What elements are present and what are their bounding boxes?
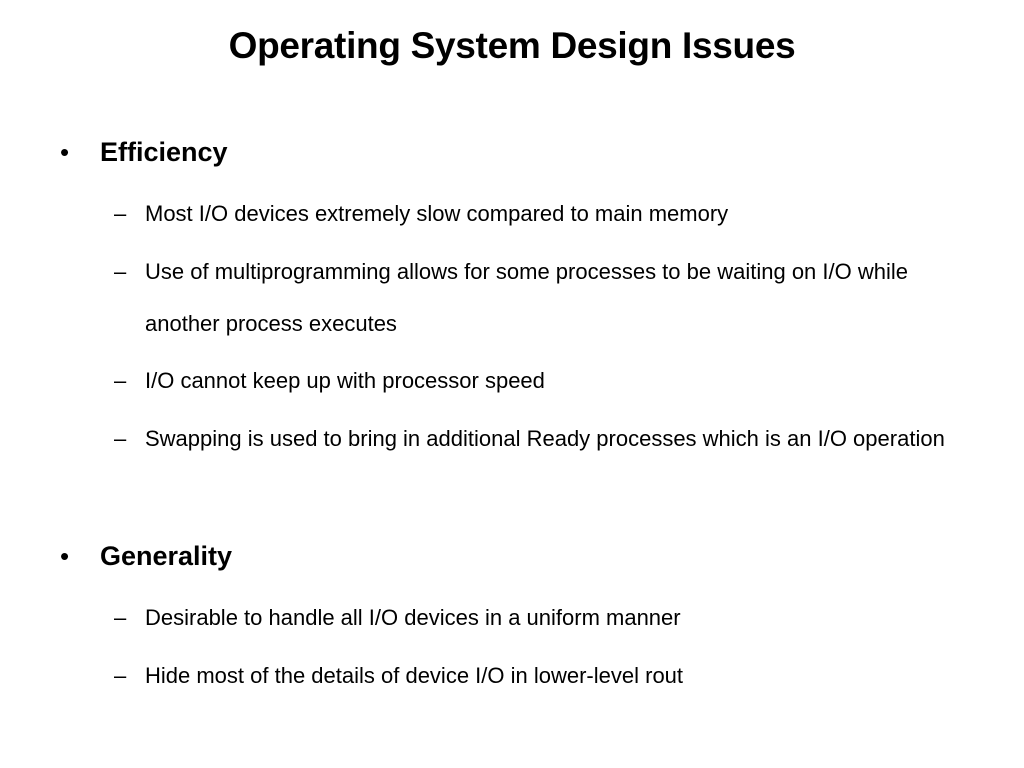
sub-bullet-text: Use of multiprogramming allows for some … — [145, 259, 908, 336]
bullet-efficiency: • Efficiency — [60, 135, 960, 169]
bullet-generality: • Generality — [60, 539, 960, 573]
bullet-dot-icon: • — [60, 137, 70, 167]
sub-bullet-text: Hide most of the details of device I/O i… — [145, 663, 684, 688]
bullet-heading-efficiency: Efficiency — [100, 137, 228, 167]
dash-icon: – — [114, 201, 127, 226]
sub-bullet-text: Swapping is used to bring in additional … — [145, 426, 945, 451]
dash-icon: – — [114, 605, 127, 630]
sub-bullet-text: Most I/O devices extremely slow compared… — [145, 201, 729, 226]
sub-bullet-text: I/O cannot keep up with processor speed — [145, 368, 545, 393]
dash-icon: – — [114, 426, 127, 451]
bullet-heading-generality: Generality — [100, 541, 233, 571]
bullet-dot-icon: • — [60, 541, 70, 571]
sub-bullet-text: Desirable to handle all I/O devices in a… — [145, 605, 681, 630]
dash-icon: – — [114, 259, 127, 284]
dash-icon: – — [114, 663, 127, 688]
dash-icon: – — [114, 368, 127, 393]
slide-title: Operating System Design Issues — [228, 25, 796, 66]
